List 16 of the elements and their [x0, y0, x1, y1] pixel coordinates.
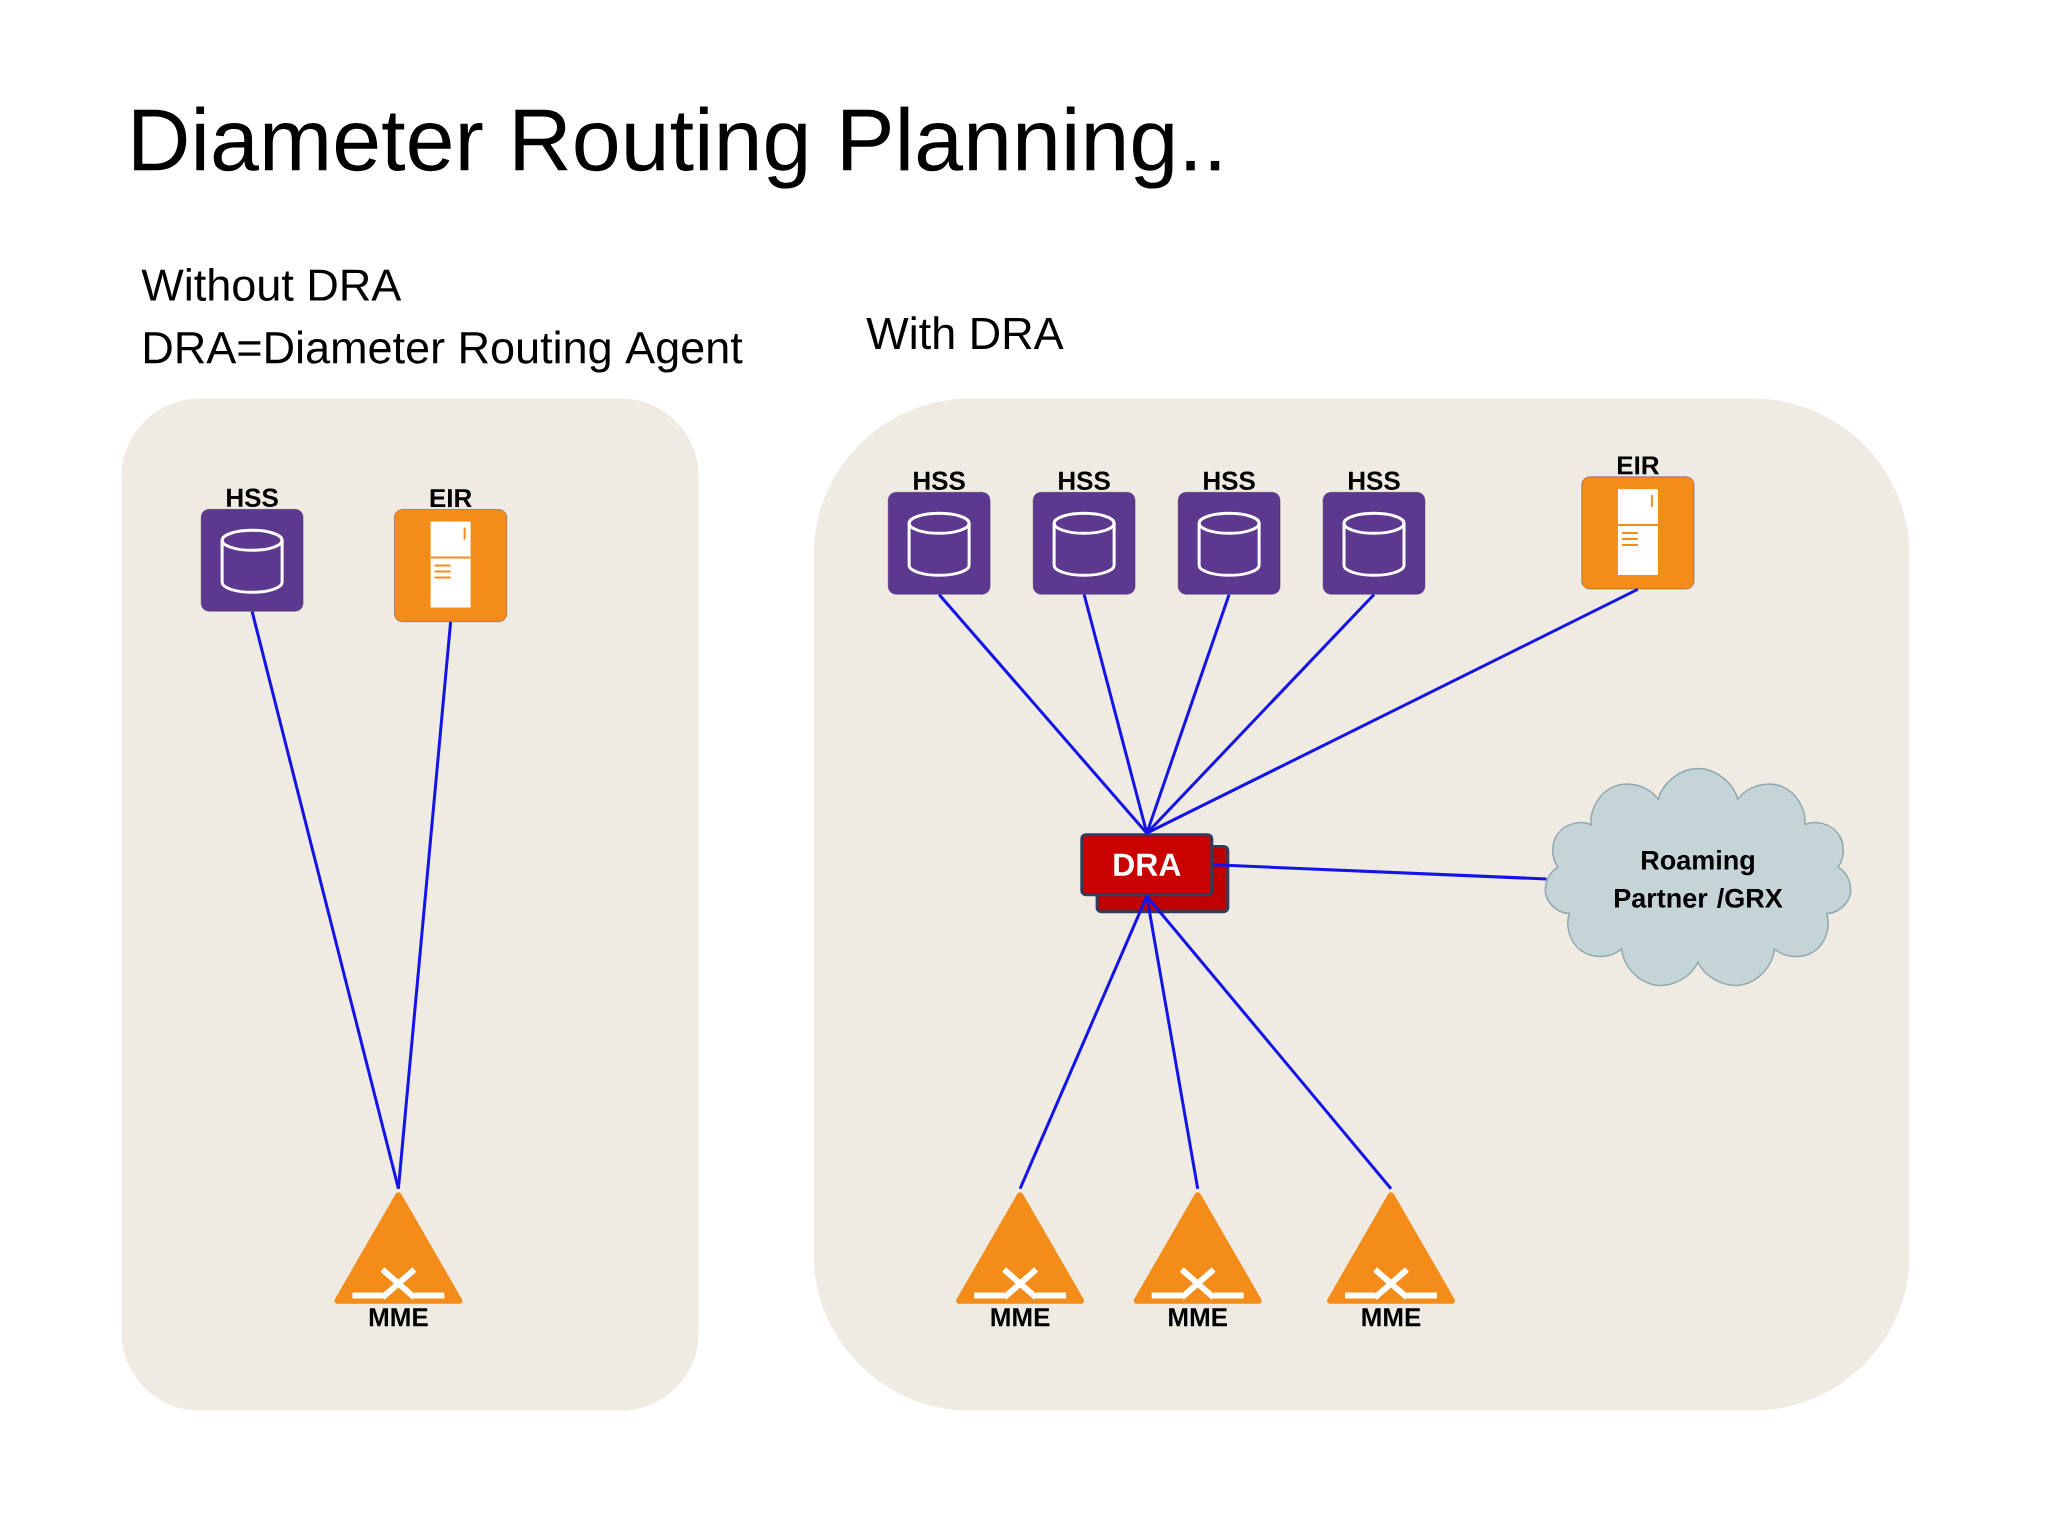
panel-heading: With DRA [866, 316, 1064, 350]
cloud: Roaming Partner /GRX [1544, 767, 1852, 987]
panel-heading: Without DRA [141, 268, 402, 302]
agent-box: DRA [1080, 833, 1230, 914]
connector-line [1146, 587, 1639, 835]
connector-line [250, 611, 400, 1190]
connector-line [396, 621, 453, 1189]
connector-line [1018, 895, 1149, 1190]
connector-line [1213, 863, 1547, 881]
title: Diameter Routing Planning.. [134, 106, 1220, 189]
connector-line [1082, 594, 1149, 834]
connector-line [1145, 593, 1231, 834]
connector-line [1145, 895, 1393, 1190]
connector-line [1145, 895, 1200, 1189]
connector-line [937, 593, 1148, 835]
panel-heading: DRA=Diameter Routing Agent [145, 330, 743, 373]
